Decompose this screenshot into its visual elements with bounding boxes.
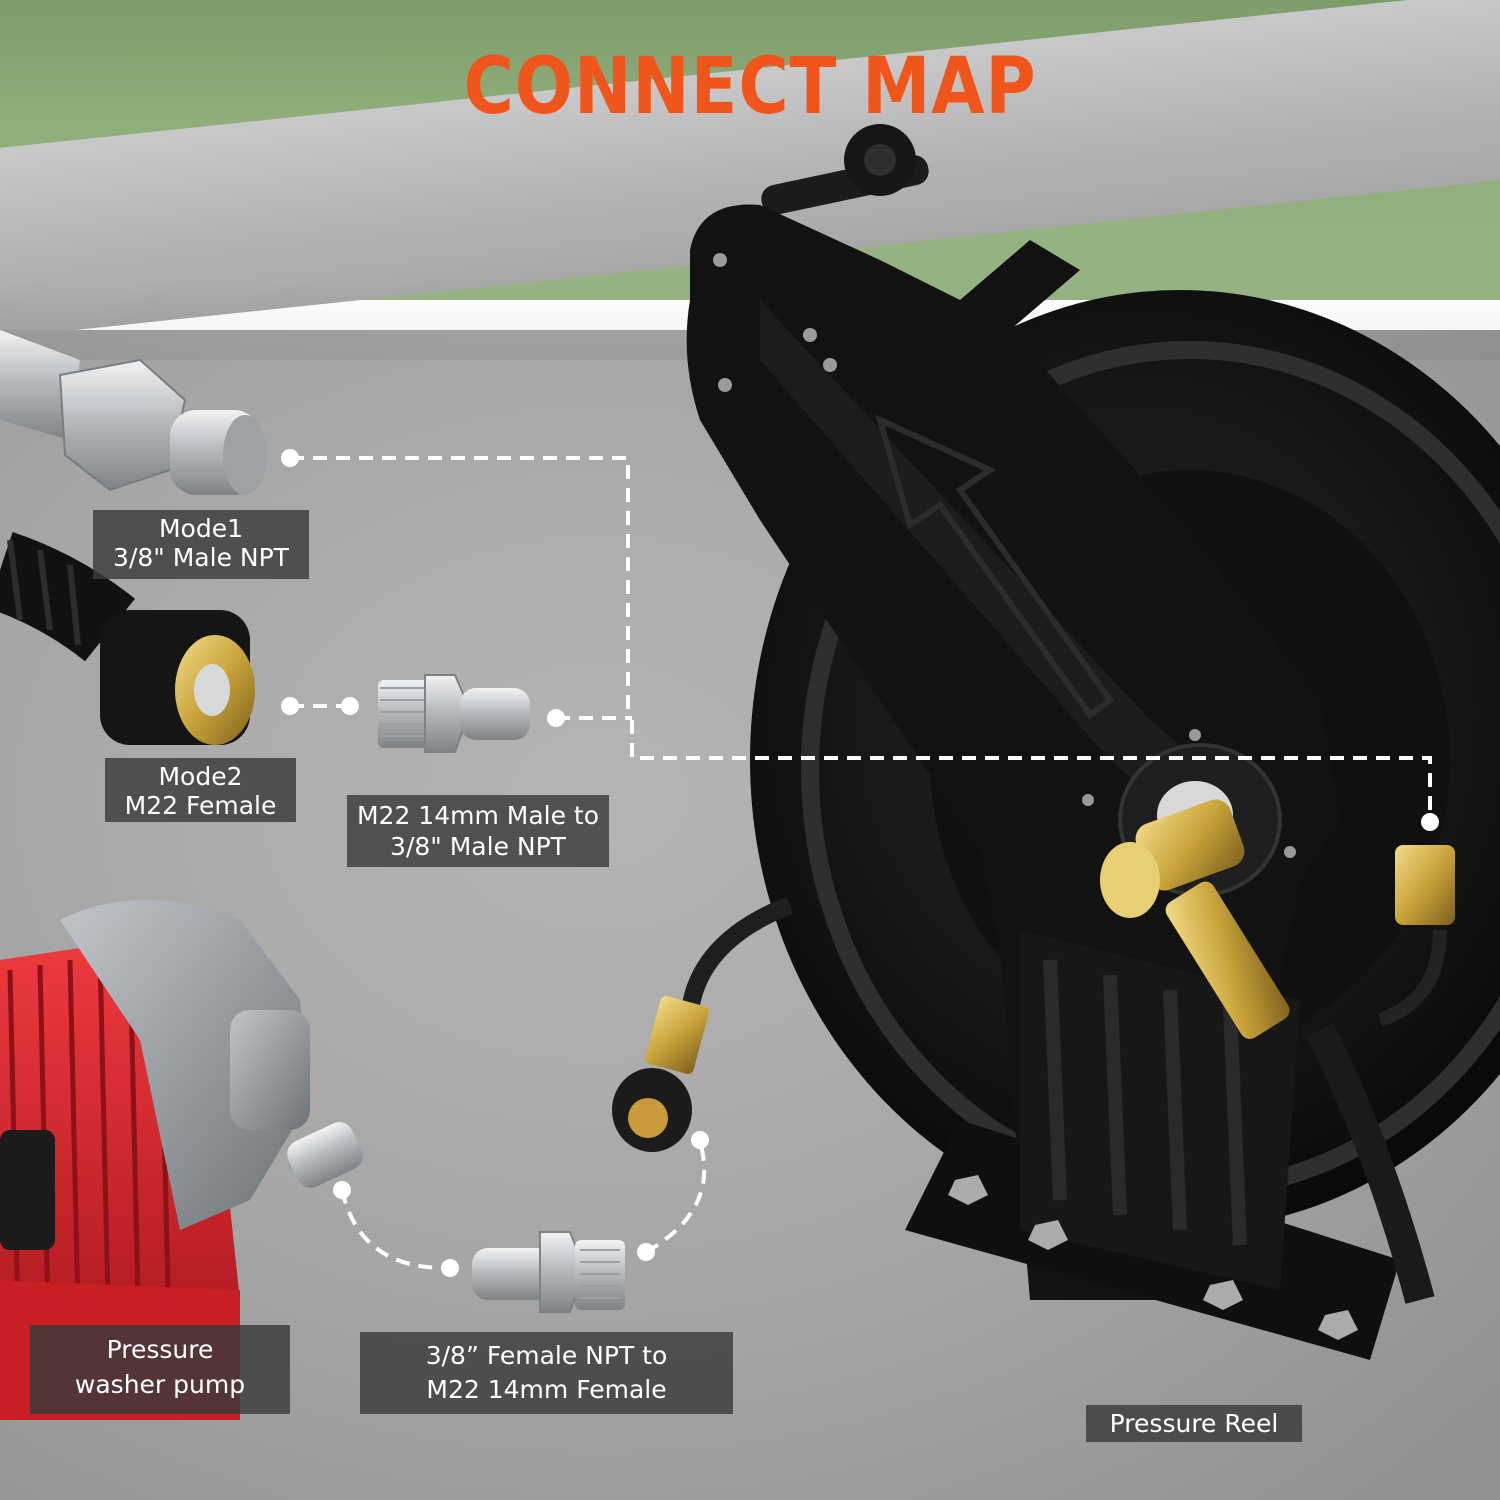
page-title: CONNECT MAP bbox=[463, 42, 1037, 132]
label-mode2: Mode2 M22 Female bbox=[105, 758, 296, 822]
label-mode1: Mode1 3/8" Male NPT bbox=[93, 510, 309, 579]
label-mode1-line2: 3/8" Male NPT bbox=[113, 543, 289, 572]
mode2-hose-fitting bbox=[0, 532, 255, 745]
connection-dots bbox=[281, 449, 1439, 1277]
label-adapter-top-line1: M22 14mm Male to bbox=[356, 801, 600, 830]
label-pump-line2: washer pump bbox=[74, 1370, 246, 1399]
mode1-plug bbox=[0, 330, 267, 495]
adapter-m22-male-to-npt-male bbox=[378, 674, 530, 753]
label-pump-line1: Pressure bbox=[106, 1335, 214, 1364]
label-adapter-top-line2: 3/8" Male NPT bbox=[390, 832, 566, 861]
label-mode2-line1: Mode2 bbox=[158, 762, 243, 791]
reel-hose bbox=[681, 896, 794, 1012]
adapter-npt-female-to-m22-female bbox=[472, 1231, 625, 1313]
label-reel: Pressure Reel bbox=[1086, 1405, 1302, 1442]
connection-lines bbox=[290, 456, 1432, 1271]
label-adapter-bottom-line1: 3/8” Female NPT to bbox=[425, 1341, 668, 1370]
hose-reel bbox=[686, 124, 1500, 1360]
label-adapter-bottom: 3/8” Female NPT to M22 14mm Female bbox=[360, 1332, 733, 1414]
label-pump: Pressure washer pump bbox=[30, 1325, 290, 1414]
label-mode2-line2: M22 Female bbox=[124, 791, 277, 820]
m22-female-fitting bbox=[612, 996, 709, 1152]
label-mode1-line1: Mode1 bbox=[158, 514, 244, 543]
label-adapter-top: M22 14mm Male to 3/8" Male NPT bbox=[347, 795, 609, 867]
label-adapter-bottom-line2: M22 14mm Female bbox=[426, 1375, 667, 1404]
